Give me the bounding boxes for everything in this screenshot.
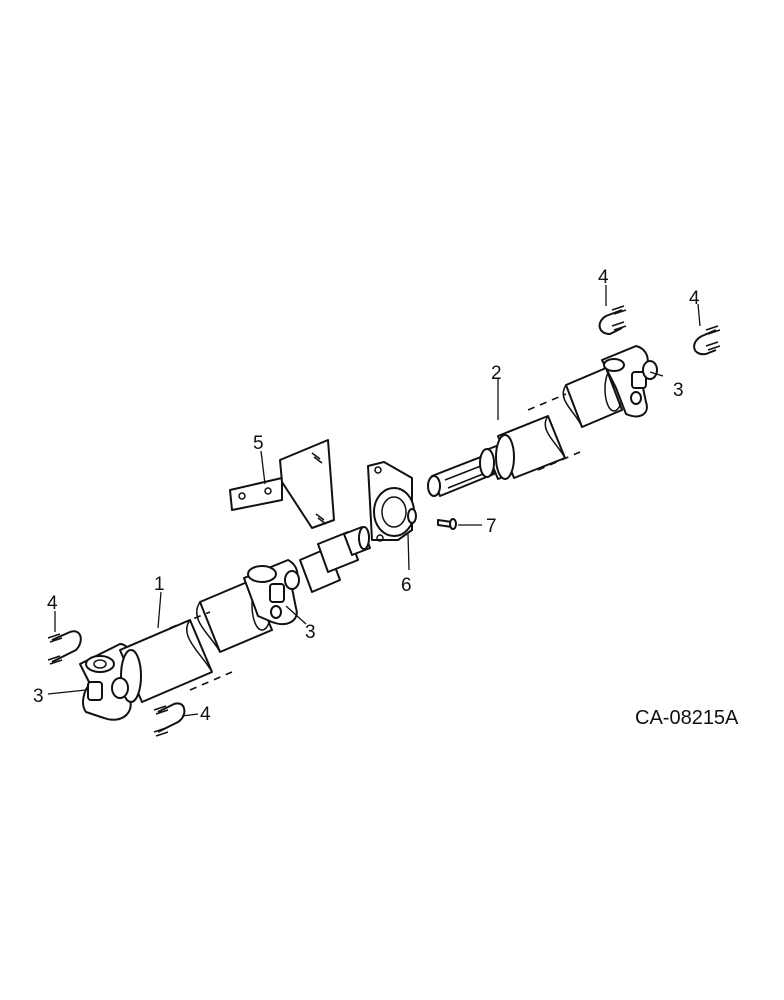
callout-4-bottom: 4 <box>200 704 211 725</box>
u-bolt-top-a <box>598 305 627 335</box>
callout-3-front: 3 <box>33 686 44 707</box>
callout-4-top-a: 4 <box>598 267 609 288</box>
callout-3-rear: 3 <box>673 380 684 401</box>
center-cross-spider <box>269 570 300 619</box>
callout-3-center: 3 <box>305 622 316 643</box>
u-bolt-top-b <box>693 325 721 356</box>
drawing-code: CA-08215A <box>635 707 739 729</box>
rear-drive-shaft <box>427 345 649 497</box>
callout-4-left: 4 <box>47 593 58 614</box>
u-bolt-bottom <box>153 702 186 737</box>
rear-cross-spider <box>630 360 658 405</box>
front-end-cross-spider <box>87 677 129 701</box>
callout-2: 2 <box>491 363 502 384</box>
bolt <box>437 518 457 530</box>
support-bracket <box>229 439 335 529</box>
center-bearing <box>367 461 417 542</box>
callout-5: 5 <box>253 433 264 454</box>
leader-lines <box>47 285 701 717</box>
callout-7: 7 <box>486 516 497 537</box>
u-bolt-left <box>47 630 82 665</box>
callouts: 2 3 4 4 1 3 4 3 4 5 6 7 <box>33 267 700 725</box>
callout-6: 6 <box>401 575 412 596</box>
callout-1: 1 <box>154 574 165 595</box>
front-drive-shaft <box>79 526 371 721</box>
callout-4-top-b: 4 <box>689 288 700 309</box>
